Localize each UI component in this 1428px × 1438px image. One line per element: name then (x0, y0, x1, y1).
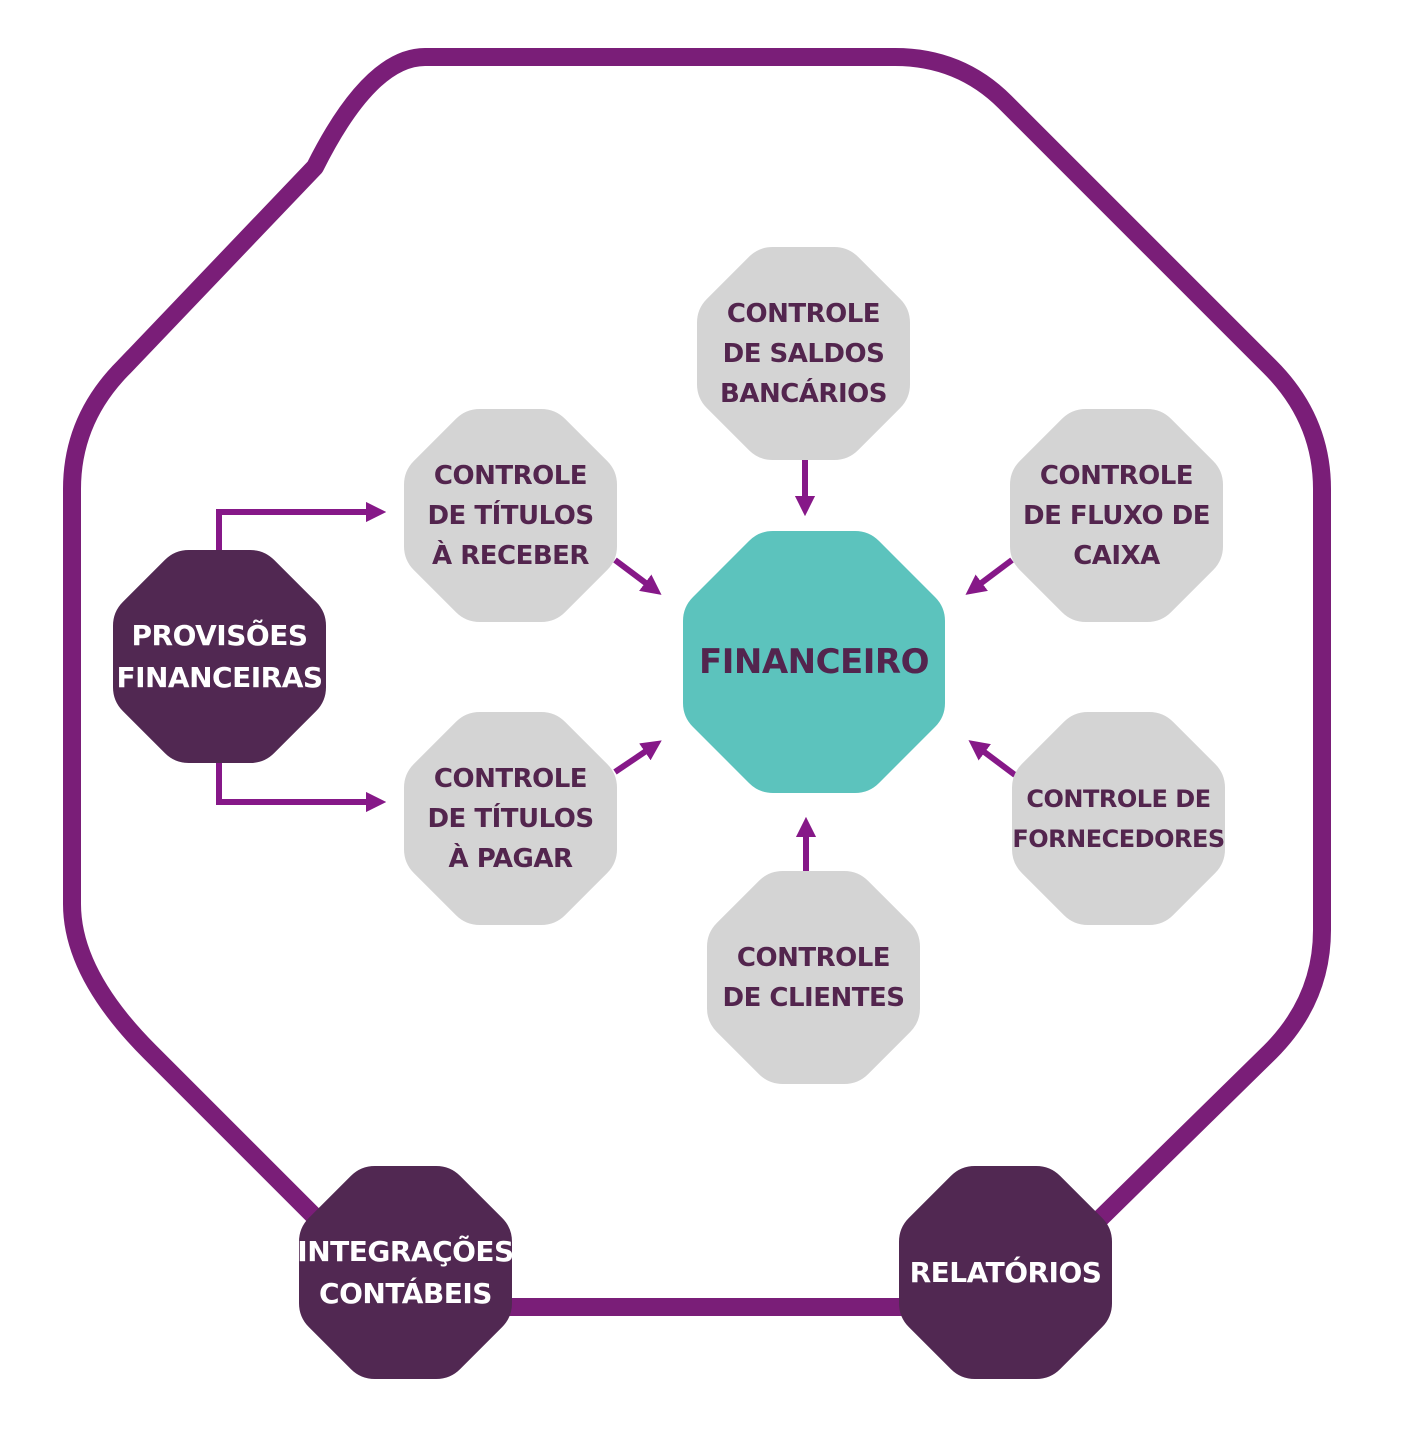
node-provisoes-financeiras: PROVISÕES FINANCEIRAS (113, 550, 326, 763)
node-integracoes-label: INTEGRAÇÕES CONTÁBEIS (297, 1234, 514, 1310)
node-fornecedores: CONTROLE DE FORNECEDORES (1012, 712, 1225, 925)
octagon-shape (899, 1166, 1112, 1379)
node-provisoes-label: PROVISÕES FINANCEIRAS (116, 618, 323, 694)
node-relatorios-label: RELATÓRIOS (909, 1255, 1102, 1289)
octagon-shape (707, 871, 920, 1084)
node-financeiro-label: FINANCEIRO (698, 642, 930, 682)
octagon-shape (1010, 409, 1223, 622)
octagon-shape (683, 531, 945, 793)
octagon-shape (113, 550, 326, 763)
node-titulos-pagar: CONTROLE DE TÍTULOS À PAGAR (404, 712, 617, 925)
node-titulos-receber: CONTROLE DE TÍTULOS À RECEBER (404, 409, 617, 622)
node-fluxo-caixa: CONTROLE DE FLUXO DE CAIXA (1010, 409, 1223, 622)
node-clientes: CONTROLE DE CLIENTES (707, 871, 920, 1084)
arrow-receber (613, 557, 662, 595)
arrow-fornecedores (968, 740, 1017, 778)
arrow-provisoes-pagar (216, 762, 387, 813)
node-integracoes-contabeis: INTEGRAÇÕES CONTÁBEIS (297, 1166, 514, 1379)
octagon-shape (1012, 712, 1225, 925)
node-fluxo-label: CONTROLE DE FLUXO DE CAIXA (1022, 460, 1211, 571)
octagon-shape (404, 712, 617, 925)
node-clientes-label: CONTROLE DE CLIENTES (722, 942, 905, 1013)
node-pagar-label: CONTROLE DE TÍTULOS À PAGAR (427, 763, 594, 874)
node-financeiro: FINANCEIRO (683, 531, 945, 793)
node-saldos-label: CONTROLE DE SALDOS BANCÁRIOS (720, 298, 887, 409)
node-fornecedores-label: CONTROLE DE FORNECEDORES (1012, 784, 1225, 853)
node-receber-label: CONTROLE DE TÍTULOS À RECEBER (427, 460, 594, 571)
octagon-shape (404, 409, 617, 622)
node-relatorios: RELATÓRIOS (899, 1166, 1112, 1379)
arrow-fluxo (965, 557, 1014, 595)
arrow-provisoes-receber (216, 501, 387, 552)
octagon-shape (697, 247, 910, 460)
outer-frame (63, 48, 1331, 1316)
octagon-shape (299, 1166, 512, 1379)
node-saldos-bancarios: CONTROLE DE SALDOS BANCÁRIOS (697, 247, 910, 460)
arrow-pagar (613, 740, 662, 775)
